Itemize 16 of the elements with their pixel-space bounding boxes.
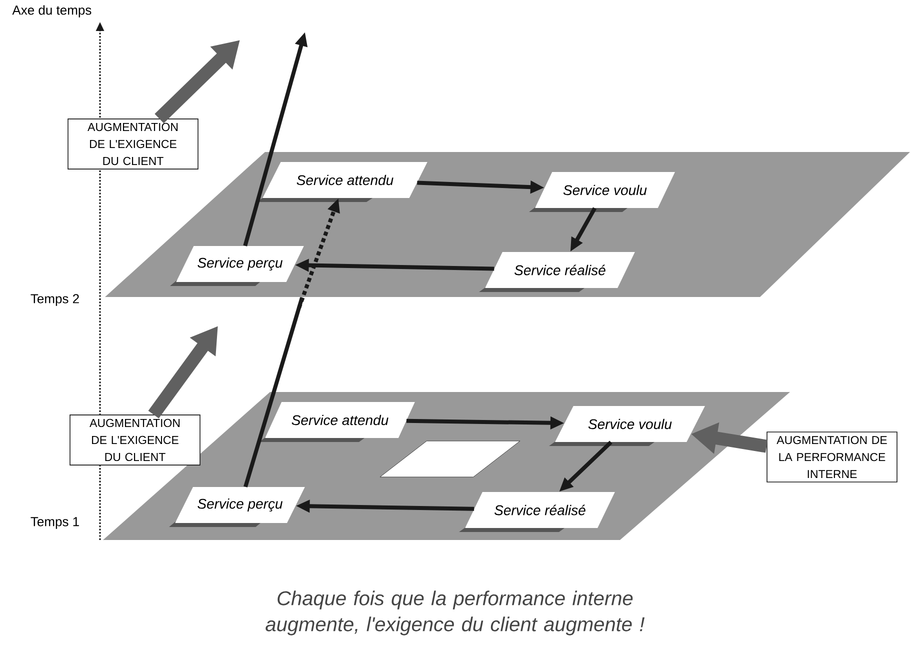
caption: Chaque fois que la performance interne augmente, l'exigence du client augmente ! [266, 590, 645, 636]
empty-parallelogram [380, 440, 520, 478]
service-box: Service attendu [259, 402, 415, 442]
time-label: Temps 1 [30, 517, 79, 529]
text-box: AUGMENTATION DE L'EXIGENCE DU CLIENT [68, 118, 198, 170]
service-box: Service voulu [549, 406, 705, 446]
service-box: Service voulu [529, 172, 675, 212]
service-box: Service réalisé [479, 252, 635, 292]
text-box: AUGMENTATION DE L'EXIGENCE DU CLIENT [70, 414, 200, 466]
axis-title: Axe du temps [12, 5, 92, 18]
service-box: Service réalisé [459, 492, 615, 532]
service-box: Service perçu [170, 246, 304, 286]
service-box: Service perçu [169, 487, 305, 527]
time-label: Temps 2 [30, 294, 79, 306]
text-box: AUGMENTATION DE LA PERFORMANCE INTERNE [766, 432, 898, 482]
service-box: Service attendu [256, 162, 428, 202]
